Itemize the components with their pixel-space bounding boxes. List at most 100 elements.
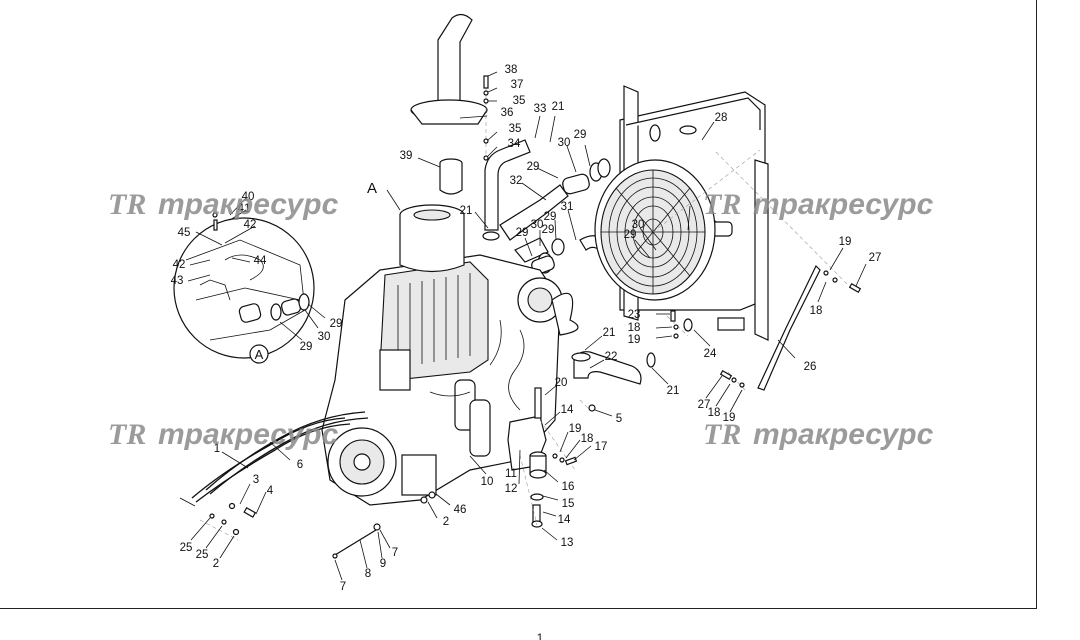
callout-label: 38 xyxy=(505,64,518,76)
callout-label: 19 xyxy=(723,412,736,424)
callout-label: 44 xyxy=(254,255,267,267)
callout-label: 26 xyxy=(804,361,817,373)
callout-label: 36 xyxy=(501,107,514,119)
callout-label: 30 xyxy=(558,137,571,149)
callout-label: 33 xyxy=(534,103,547,115)
callout-label: 29 xyxy=(330,318,343,330)
rod-8 xyxy=(334,529,377,556)
watermark-logo: TR xyxy=(108,188,146,221)
callout-label: 14 xyxy=(561,404,574,416)
callout-label: 9 xyxy=(380,558,386,570)
callout-labels: 38 37 35 36 35 34 39 33 21 30 29 28 29 3… xyxy=(171,64,882,593)
callout-label: 20 xyxy=(555,377,568,389)
callout-label: 19 xyxy=(569,423,582,435)
detail-circle-letter: A xyxy=(255,347,264,362)
support-rod xyxy=(757,264,821,391)
callout-label: 14 xyxy=(558,514,571,526)
callout-label: 25 xyxy=(180,542,193,554)
callout-label: 35 xyxy=(513,95,526,107)
callout-label: 2 xyxy=(443,516,449,528)
callout-label: 29 xyxy=(574,129,587,141)
callout-label: 21 xyxy=(460,205,473,217)
callout-label: 18 xyxy=(708,407,721,419)
callout-label: 21 xyxy=(667,385,680,397)
watermark-text: тракресурс xyxy=(158,188,339,221)
callout-label: 42 xyxy=(244,219,257,231)
watermark-logo: TR xyxy=(108,418,146,451)
callout-label: 29 xyxy=(624,229,637,241)
callout-label: 29 xyxy=(542,224,555,236)
callout-label: 22 xyxy=(605,351,618,363)
callout-label: 7 xyxy=(340,581,346,593)
leader-lines xyxy=(187,71,867,581)
watermark: TR тракресурс xyxy=(108,418,339,451)
callout-label: 29 xyxy=(300,341,313,353)
callout-label: 19 xyxy=(839,236,852,248)
callout-label: 30 xyxy=(632,219,645,231)
callout-label: 16 xyxy=(562,481,575,493)
callout-label: 18 xyxy=(581,433,594,445)
callout-label: 29 xyxy=(516,227,529,239)
callout-label: 4 xyxy=(267,485,274,497)
callout-label: 17 xyxy=(595,441,608,453)
callout-label: 24 xyxy=(704,348,717,360)
watermark-logo: TR xyxy=(703,418,741,451)
callout-label: 45 xyxy=(178,227,191,239)
callout-label: 13 xyxy=(561,537,574,549)
callout-label: 28 xyxy=(715,112,728,124)
callout-label: 18 xyxy=(810,305,823,317)
callout-label: 42 xyxy=(173,259,186,271)
callout-label: 46 xyxy=(454,504,467,516)
callout-label: 18 xyxy=(628,322,641,334)
watermark-text: тракресурс xyxy=(753,418,934,451)
callout-label: 7 xyxy=(392,547,398,559)
watermark-text: тракресурс xyxy=(753,188,934,221)
callout-label: 29 xyxy=(527,161,540,173)
hoses xyxy=(179,411,369,518)
callout-label: 5 xyxy=(616,413,622,425)
watermark-logo: TR xyxy=(703,188,741,221)
detail-view-a xyxy=(173,217,315,364)
exhaust-stack xyxy=(410,13,488,195)
engine-block xyxy=(321,204,579,506)
callout-label: 35 xyxy=(509,123,522,135)
callout-label: 30 xyxy=(531,219,544,231)
callout-label: 30 xyxy=(318,331,331,343)
small-hardware xyxy=(209,75,862,559)
callout-label: 21 xyxy=(603,327,616,339)
callout-label: 11 xyxy=(505,468,517,480)
callout-label: 21 xyxy=(552,101,565,113)
watermark-text: тракресурс xyxy=(158,418,339,451)
callout-label: 10 xyxy=(481,476,494,488)
callout-label: 15 xyxy=(562,498,575,510)
watermark: TR тракресурс xyxy=(703,418,934,451)
callout-label: 29 xyxy=(544,211,557,223)
callout-label: 27 xyxy=(698,399,711,411)
callout-label: 6 xyxy=(297,459,303,471)
callout-label: 43 xyxy=(171,275,184,287)
detail-callout-letter: A xyxy=(367,180,377,197)
callout-label: 34 xyxy=(508,138,521,150)
callout-label: 37 xyxy=(511,79,524,91)
callout-label: 40 xyxy=(242,191,255,203)
watermark: TR тракресурс xyxy=(703,188,934,221)
nut-9 xyxy=(373,523,381,531)
callout-label: 39 xyxy=(400,150,413,162)
callout-label: 1 xyxy=(214,443,220,455)
callout-label: 8 xyxy=(365,568,371,580)
callout-label: 19 xyxy=(628,334,641,346)
callout-label: 2 xyxy=(213,558,219,570)
drawing-frame xyxy=(0,0,1037,609)
watermark: TR тракресурс xyxy=(108,188,339,221)
callout-label: 23 xyxy=(628,309,641,321)
callout-label: 32 xyxy=(510,175,523,187)
callout-label: 25 xyxy=(196,549,209,561)
callout-label: 3 xyxy=(253,474,259,486)
radiator-assembly xyxy=(594,85,769,341)
callout-label: 27 xyxy=(869,252,882,264)
callout-label: 12 xyxy=(505,483,518,495)
page-marker: 1 xyxy=(537,633,543,640)
callout-label: 31 xyxy=(561,201,574,213)
